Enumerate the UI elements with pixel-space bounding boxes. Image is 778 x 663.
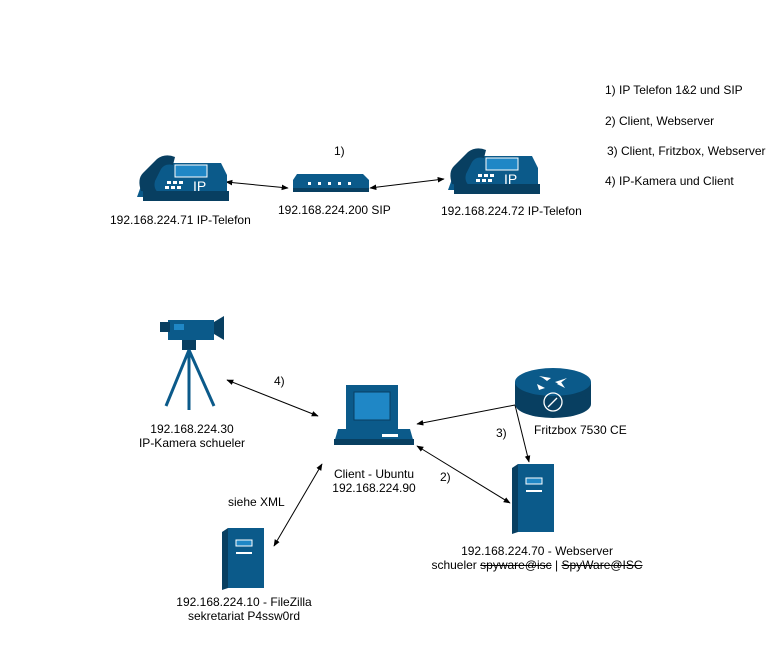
link-fritzbox-webserver <box>514 404 531 463</box>
webserver-separator: | <box>551 558 562 572</box>
phone1-label: 192.168.224.71 IP-Telefon <box>110 213 251 227</box>
phone2-icon-text: IP <box>504 171 517 187</box>
ftp-server-icon <box>222 528 264 590</box>
camera-label-line2: IP-Kamera schueler <box>138 436 246 450</box>
ftp-label: 192.168.224.10 - FileZilla sekretariat P… <box>176 595 311 623</box>
legend-item-4: 4) IP-Kamera und Client <box>605 174 734 188</box>
link-label-3: 3) <box>496 426 507 440</box>
link-client-webserver <box>416 445 511 504</box>
webserver-icon <box>512 464 554 534</box>
link-label-4: 4) <box>274 374 285 388</box>
ip-camera-icon <box>160 316 224 410</box>
fritzbox-label: Fritzbox 7530 CE <box>534 423 627 437</box>
link-client-ftp <box>273 463 323 547</box>
link-fritzbox-client <box>416 404 516 426</box>
fritzbox-router-icon <box>515 368 591 418</box>
link-sip-phone2 <box>369 176 445 191</box>
ftp-label-line2: sekretariat P4ssw0rd <box>187 609 301 623</box>
client-pc-icon <box>334 385 414 445</box>
link-phone1-sip <box>225 179 289 191</box>
ip-phone-1-icon: IP <box>137 155 229 201</box>
webserver-user: schueler <box>431 558 481 572</box>
webserver-label: 192.168.224.70 - Webserver schueler spyw… <box>431 544 642 572</box>
webserver-label-line2: schueler spyware@isc | SpyWare@ISC <box>431 558 642 572</box>
sip-device-icon <box>293 174 369 192</box>
link-camera-client <box>226 379 319 417</box>
legend-item-1: 1) IP Telefon 1&2 und SIP <box>605 83 743 97</box>
connections <box>225 176 531 547</box>
phone2-label: 192.168.224.72 IP-Telefon <box>441 204 582 218</box>
client-label: Client - Ubuntu 192.168.224.90 <box>332 467 415 495</box>
link-label-1: 1) <box>334 144 345 158</box>
client-label-line1: Client - Ubuntu <box>333 467 415 481</box>
legend-item-3: 3) Client, Fritzbox, Webserver <box>607 144 766 158</box>
camera-label: 192.168.224.30 IP-Kamera schueler <box>139 422 245 450</box>
camera-label-line1: 192.168.224.30 <box>150 422 234 436</box>
webserver-old-password-1: spyware@isc <box>480 558 552 572</box>
client-label-line2: 192.168.224.90 <box>332 481 416 495</box>
ftp-label-line1: 192.168.224.10 - FileZilla <box>176 595 312 609</box>
webserver-label-line1: 192.168.224.70 - Webserver <box>461 544 613 558</box>
link-label-2: 2) <box>440 470 451 484</box>
ftp-note: siehe XML <box>228 495 285 509</box>
webserver-old-password-2: SpyWare@ISC <box>561 558 643 572</box>
ip-phone-2-icon: IP <box>448 148 540 194</box>
sip-label: 192.168.224.200 SIP <box>278 203 391 217</box>
legend-item-2: 2) Client, Webserver <box>605 114 715 128</box>
phone1-icon-text: IP <box>193 178 206 194</box>
